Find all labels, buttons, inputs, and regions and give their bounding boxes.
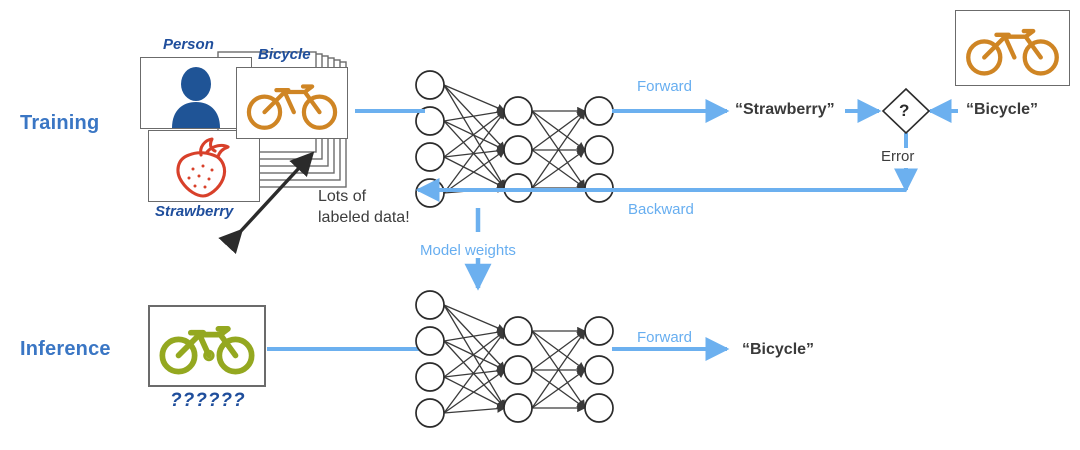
bicycle-icon bbox=[246, 84, 338, 130]
training-card-person bbox=[140, 57, 252, 129]
compare-question-mark: ? bbox=[899, 101, 910, 120]
card-label-strawberry: Strawberry bbox=[155, 203, 234, 220]
network-edges bbox=[443, 304, 586, 414]
inference-input-card bbox=[148, 305, 266, 387]
bicycle-icon bbox=[159, 326, 255, 375]
ground-truth-text: “Bicycle” bbox=[966, 101, 1039, 118]
inference-input-label: ?????? bbox=[170, 390, 246, 411]
forward-label-inference: Forward bbox=[637, 329, 693, 346]
compare-diamond bbox=[881, 87, 931, 135]
bicycle-icon bbox=[966, 28, 1059, 76]
stack-note-line2: labeled data! bbox=[318, 209, 410, 226]
row-label-inference: Inference bbox=[20, 338, 111, 360]
card-label-bicycle: Bicycle bbox=[258, 46, 311, 63]
backward-label-training: Backward bbox=[628, 201, 694, 218]
inference-neural-network bbox=[415, 290, 614, 428]
person-silhouette-icon bbox=[172, 67, 220, 128]
stack-note-line1: Lots of bbox=[318, 188, 367, 205]
double-headed-diagonal-arrow bbox=[218, 151, 315, 255]
model-weights-label: Model weights bbox=[420, 242, 516, 259]
error-label: Error bbox=[881, 148, 915, 165]
ground-truth-card bbox=[955, 10, 1070, 86]
prediction-text-inference: “Bicycle” bbox=[742, 341, 815, 358]
row-label-training: Training bbox=[20, 112, 100, 134]
card-label-person: Person bbox=[163, 36, 214, 53]
prediction-text-training: “Strawberry” bbox=[735, 101, 835, 118]
network-edges bbox=[443, 84, 586, 194]
training-card-bicycle bbox=[236, 67, 348, 139]
forward-label-training: Forward bbox=[637, 78, 693, 95]
training-data-stack: Person Strawberry bbox=[0, 0, 420, 260]
network-nodes bbox=[415, 290, 614, 428]
